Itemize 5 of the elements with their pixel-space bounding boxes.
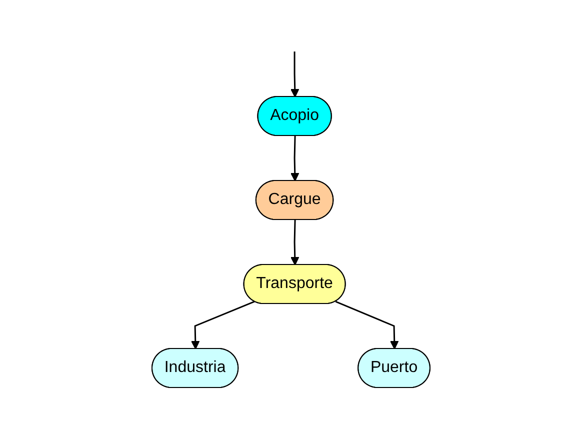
arrow (191, 301, 255, 350)
arrow (335, 301, 399, 350)
arrow (290, 136, 300, 182)
arrow (290, 52, 300, 98)
arrow (290, 220, 300, 266)
